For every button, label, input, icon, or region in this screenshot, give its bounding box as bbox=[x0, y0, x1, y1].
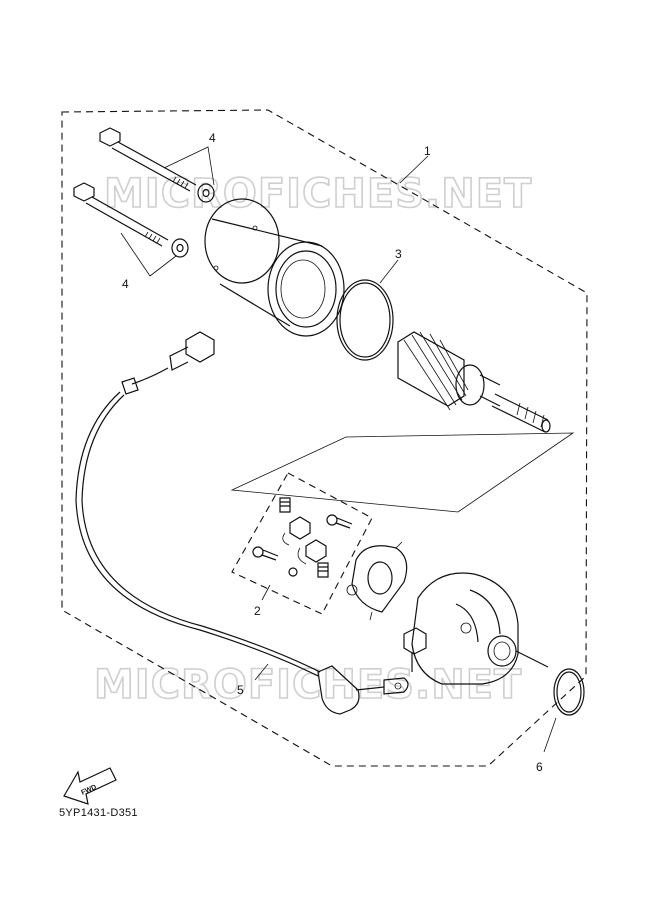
o-ring-small bbox=[553, 668, 585, 716]
callout-6: 6 bbox=[536, 760, 543, 774]
assembly-boundary bbox=[61, 109, 588, 767]
callout-1: 1 bbox=[424, 144, 431, 158]
fwd-arrow-icon: FWD bbox=[63, 767, 117, 805]
armature bbox=[397, 331, 551, 433]
callout-leader-5 bbox=[254, 663, 269, 681]
brush-springs bbox=[279, 497, 329, 578]
brush-plate bbox=[346, 541, 408, 621]
brushes bbox=[282, 516, 327, 565]
callout-3: 3 bbox=[395, 247, 402, 261]
callout-leader-4-lower bbox=[120, 232, 177, 277]
reference-plane bbox=[230, 432, 575, 513]
brush-holder-boundary bbox=[231, 472, 373, 615]
bolt-lower bbox=[73, 182, 169, 247]
brush-screws bbox=[252, 514, 353, 577]
callout-leader-4-upper bbox=[163, 146, 215, 186]
o-ring bbox=[336, 279, 394, 361]
diagram-code: 5YP1431-D351 bbox=[59, 807, 138, 819]
callout-leader-3 bbox=[379, 259, 399, 284]
washer-lower bbox=[171, 238, 189, 258]
callout-4-upper: 4 bbox=[209, 131, 216, 145]
callout-leader-2 bbox=[261, 584, 271, 601]
callout-4-lower: 4 bbox=[122, 277, 129, 291]
washer-upper bbox=[197, 183, 215, 203]
starter-cable bbox=[75, 331, 409, 715]
callout-5: 5 bbox=[237, 683, 244, 697]
bolt-upper bbox=[99, 127, 197, 192]
callout-leader-1 bbox=[399, 155, 429, 184]
front-cover bbox=[411, 572, 549, 685]
watermark-bottom: MICROFICHES.NET bbox=[94, 662, 522, 708]
yoke-housing bbox=[204, 198, 345, 337]
callout-leader-6 bbox=[543, 717, 557, 753]
fwd-label: FWD bbox=[80, 784, 97, 797]
callout-2: 2 bbox=[254, 604, 261, 618]
terminal-post bbox=[403, 627, 427, 672]
watermark-top: MICROFICHES.NET bbox=[104, 171, 532, 217]
